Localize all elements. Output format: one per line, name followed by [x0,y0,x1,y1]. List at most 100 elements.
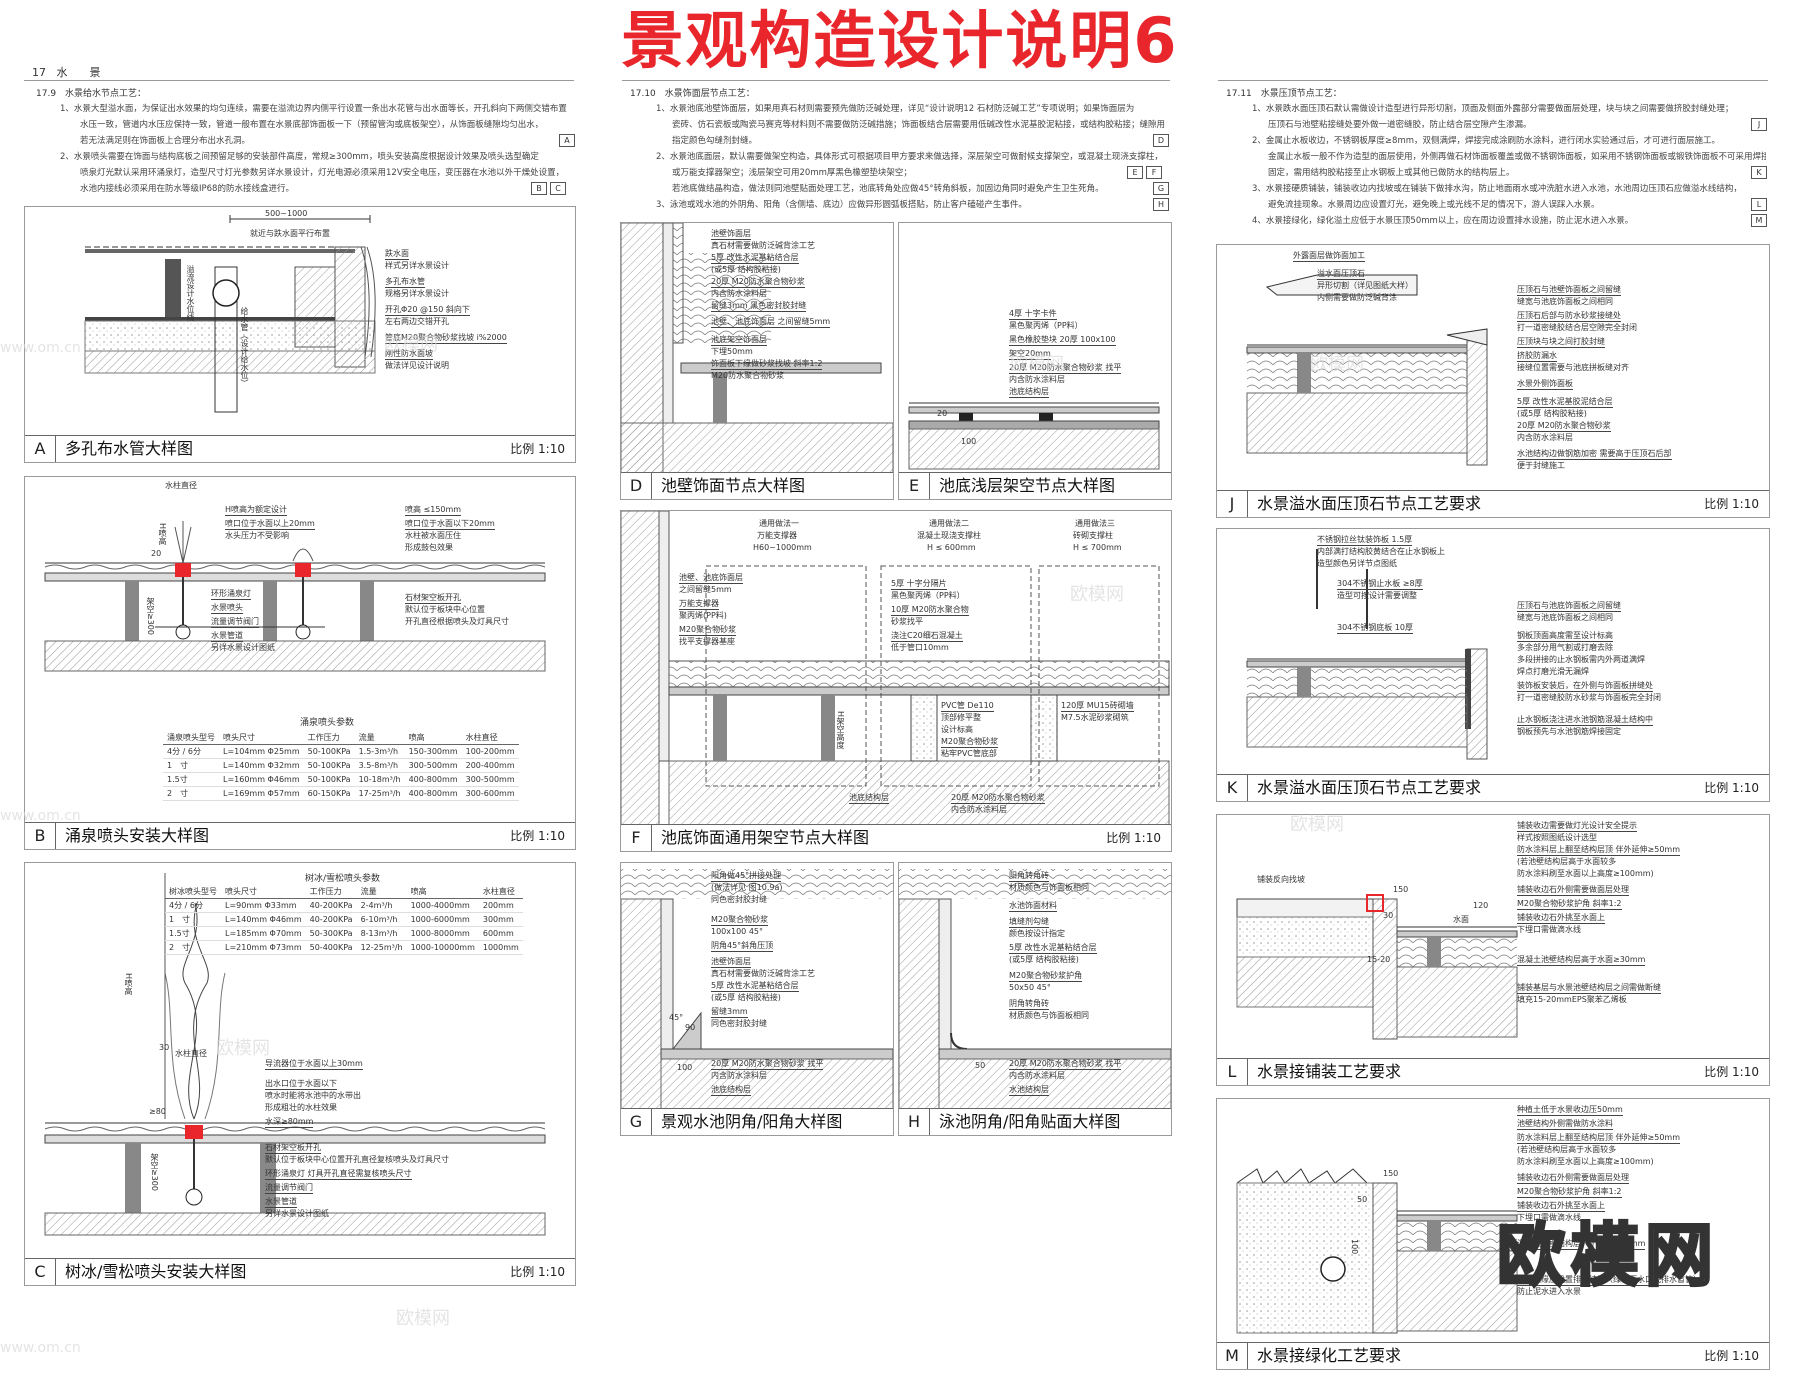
callout: 水池结构层 [1009,1085,1049,1096]
callout: 填缝剂勾缝 [1009,917,1049,928]
callout: 焊点打磨光滑无漏焊 [1517,667,1589,676]
section-number: 17 [32,66,46,79]
note-3-8: 4、水景接绿化，绿化溢土应低于水景压顶50mm以上，应在周边设置排水设施，防止泥… [1252,216,1634,226]
callout: H喷高为额定设计 [225,505,288,516]
callout: 接缝位置需要与池底拼板缝对齐 [1517,363,1629,372]
callout: 打一道密缝胶结合层空隙完全封闭 [1517,323,1637,332]
callout: 通用做法一 [759,519,799,528]
callout: 20厚 M20防水聚合物砂浆 找平 [1009,363,1122,374]
col-header: 流量 [356,885,407,899]
callout: 缝宽与池底饰面板之间相同 [1517,613,1613,622]
ref-j[interactable]: J [1751,118,1767,131]
subsection-title: 17.10 水景饰面层节点工艺： [630,89,755,99]
ref-d[interactable]: D [1153,134,1169,147]
panel-c-caption: C 树冰/雪松喷头安装大样图 比例 1:10 [25,1258,575,1285]
dim-label: 150 [1383,1169,1399,1178]
callout: 聚丙烯(PP料) [679,611,727,620]
callout: 阳角做45°拼接处理 [711,871,782,882]
ref-c[interactable]: C [550,182,566,195]
ref-f[interactable]: F [1146,166,1162,179]
ref-l[interactable]: L [1751,198,1767,211]
callout: 缝宽与池底饰面板之间相同 [1517,297,1613,306]
callout: 钢板预先与水池钢筋焊接固定 [1517,727,1621,736]
callout: (或5厚 结构胶粘接) [1517,409,1587,418]
callout: M20聚合物砂浆 [941,737,999,748]
col-header: 工作压力 [305,885,357,899]
callout: 压顶石后部与防水砂浆接缝处 [1517,311,1621,322]
panel-a-caption: A 多孔布水管大样图 比例 1:10 [25,435,575,462]
ref-h[interactable]: H [1153,198,1169,211]
panel-letter: C [25,1259,56,1285]
ref-a[interactable]: A [559,134,575,147]
callout: 不锈钢拉丝钛装饰板 1.5厚 [1317,535,1413,546]
callout: 水深≥80mm [265,1117,314,1128]
callout: 水柱直径 [165,481,197,490]
panel-name: 涌泉喷头安装大样图 [65,826,210,845]
panel-name: 池壁饰面节点大样图 [661,476,806,495]
callout: 下埋口需做滴水线 [1517,925,1581,934]
callout: 池底结构层 [1009,387,1049,398]
panel-j: 外露面层做饰面加工 溢水面压顶石 异形切割（详见图纸大样） 内侧需要做防泛碱背涂… [1216,244,1770,518]
note-2-7: 3、泳池或戏水池的外阴角、阳角（含侧墙、底边）应做异形圆弧板搭贴，防止客户磕碰产… [656,200,1027,210]
ref-k[interactable]: K [1751,166,1767,179]
callout: 铺装收边石外挑至水面上 [1517,1201,1605,1212]
callout: 阳角转角砖 [1009,871,1049,882]
callout: 防水涂料刷至水面以上高度≥100mm) [1517,869,1654,878]
ref-g[interactable]: G [1153,182,1169,195]
panel-letter: H [899,1109,930,1135]
note-1-3: 若无法满足则在饰面板上合理分布出水孔洞。 [80,136,251,146]
note-1-2: 水压一致，管道内水压应保持一致，管道一般布置在水景底部饰面板一下（预留管沟或底板… [80,120,544,130]
dim-label: 20 [151,549,162,558]
ref-m[interactable]: M [1751,214,1767,227]
dim-label: H喷高 [158,523,167,546]
panel-k-caption: K 水景溢水面压顶石节点工艺要求 比例 1:10 [1217,774,1769,801]
panel-d-drawing [621,223,893,473]
callout: 真石材需要做防泛碱背涂工艺 [711,969,815,978]
panel-g: 阳角做45°拼接处理 (做法详见 图10.9a) 同色密封胶封缝 M20聚合物砂… [620,862,894,1136]
callout: 黑色聚丙烯（PP料） [891,591,965,600]
note-2-4: 2、水景池底面层，默认需要做架空构造，具体形式可根据项目甲方要求来做选择，深层架… [656,152,1163,162]
section-name: 水 景 [56,66,101,79]
callout: 10厚 M20防水聚合物 [891,605,969,616]
callout: 饰面板下缘做砂浆找坡 斜率1:2 [711,359,823,370]
dim-label: 120 [1473,901,1489,910]
callout: 绿化边缘应设置排水结构（绿化雨水口或排水盲管） [1517,1275,1701,1286]
callout: 材质颜色与饰面板相同 [1009,1011,1089,1020]
watermark-url: www.om.cn [0,808,81,824]
callout: 内含防水涂料层 [1517,433,1573,442]
callout: 便于封缝施工 [1517,461,1565,470]
callout: (若池壁结构层高于水面较多 [1517,1145,1617,1154]
callout: 水头压力不受影响 [225,531,289,540]
panel-l-caption: L 水景接铺装工艺要求 比例 1:10 [1217,1058,1769,1085]
panel-g-drawing [621,869,893,1109]
note-2-1: 1、水景池底池壁饰面层，如果用真石材则需要预先做防泛碱处理，详见“设计说明12 … [656,104,1135,114]
callout: 流量调节阀门 [265,1183,313,1194]
callout: 内含防水涂料层 [711,289,767,298]
panel-name: 水景接绿化工艺要求 [1257,1346,1402,1365]
col-header: 喷头尺寸 [221,885,306,899]
callout: 填充15-20mmEPS聚苯乙烯板 [1517,995,1627,1004]
dim-label: 150 [1393,885,1409,894]
callout: 形成粗壮的水柱效果 [265,1103,337,1112]
dim-label: H架空高度 [836,711,845,750]
note-3-5: 固定，需用结构胶粘接至止水钢板上或其他已做防水的结构层上。 [1268,168,1515,178]
callout: 防止泥水进入水景 [1517,1287,1581,1296]
note-3-1: 1、水景跌水面压顶石默认需做设计造型进行异形切割，顶面及侧面外露部分需要做面层处… [1252,104,1734,114]
ref-e[interactable]: E [1127,166,1143,179]
table-header-row: 树冰喷头型号 喷头尺寸 工作压力 流量 喷高 水柱直径 [165,885,523,899]
callout: 通用做法三 [1075,519,1115,528]
watermark: 欧模网 [384,334,438,355]
callout: 留缝3mm 黑色密封胶封缝 [711,301,807,312]
panel-m-caption: M 水景接绿化工艺要求 比例 1:10 [1217,1342,1769,1369]
dim-label: 50 [975,1061,986,1070]
col-header: 喷高 [406,885,479,899]
callout: 造型颜色另详节点图纸 [1317,559,1397,568]
callout: 304不锈钢止水板 ≥8厚 [1337,579,1423,590]
ref-b[interactable]: B [531,182,547,195]
note-2-6: 若池底做结晶构造，做法则同池壁贴面处理工艺，池底转角处应做45°转角斜板，加固边… [672,184,1104,194]
panel-e: 4厚 十字卡件 黑色聚丙烯（PP料） 黑色橡胶垫块 20厚 100x100 架空… [898,222,1172,500]
watermark: 欧模网 [1290,814,1344,835]
